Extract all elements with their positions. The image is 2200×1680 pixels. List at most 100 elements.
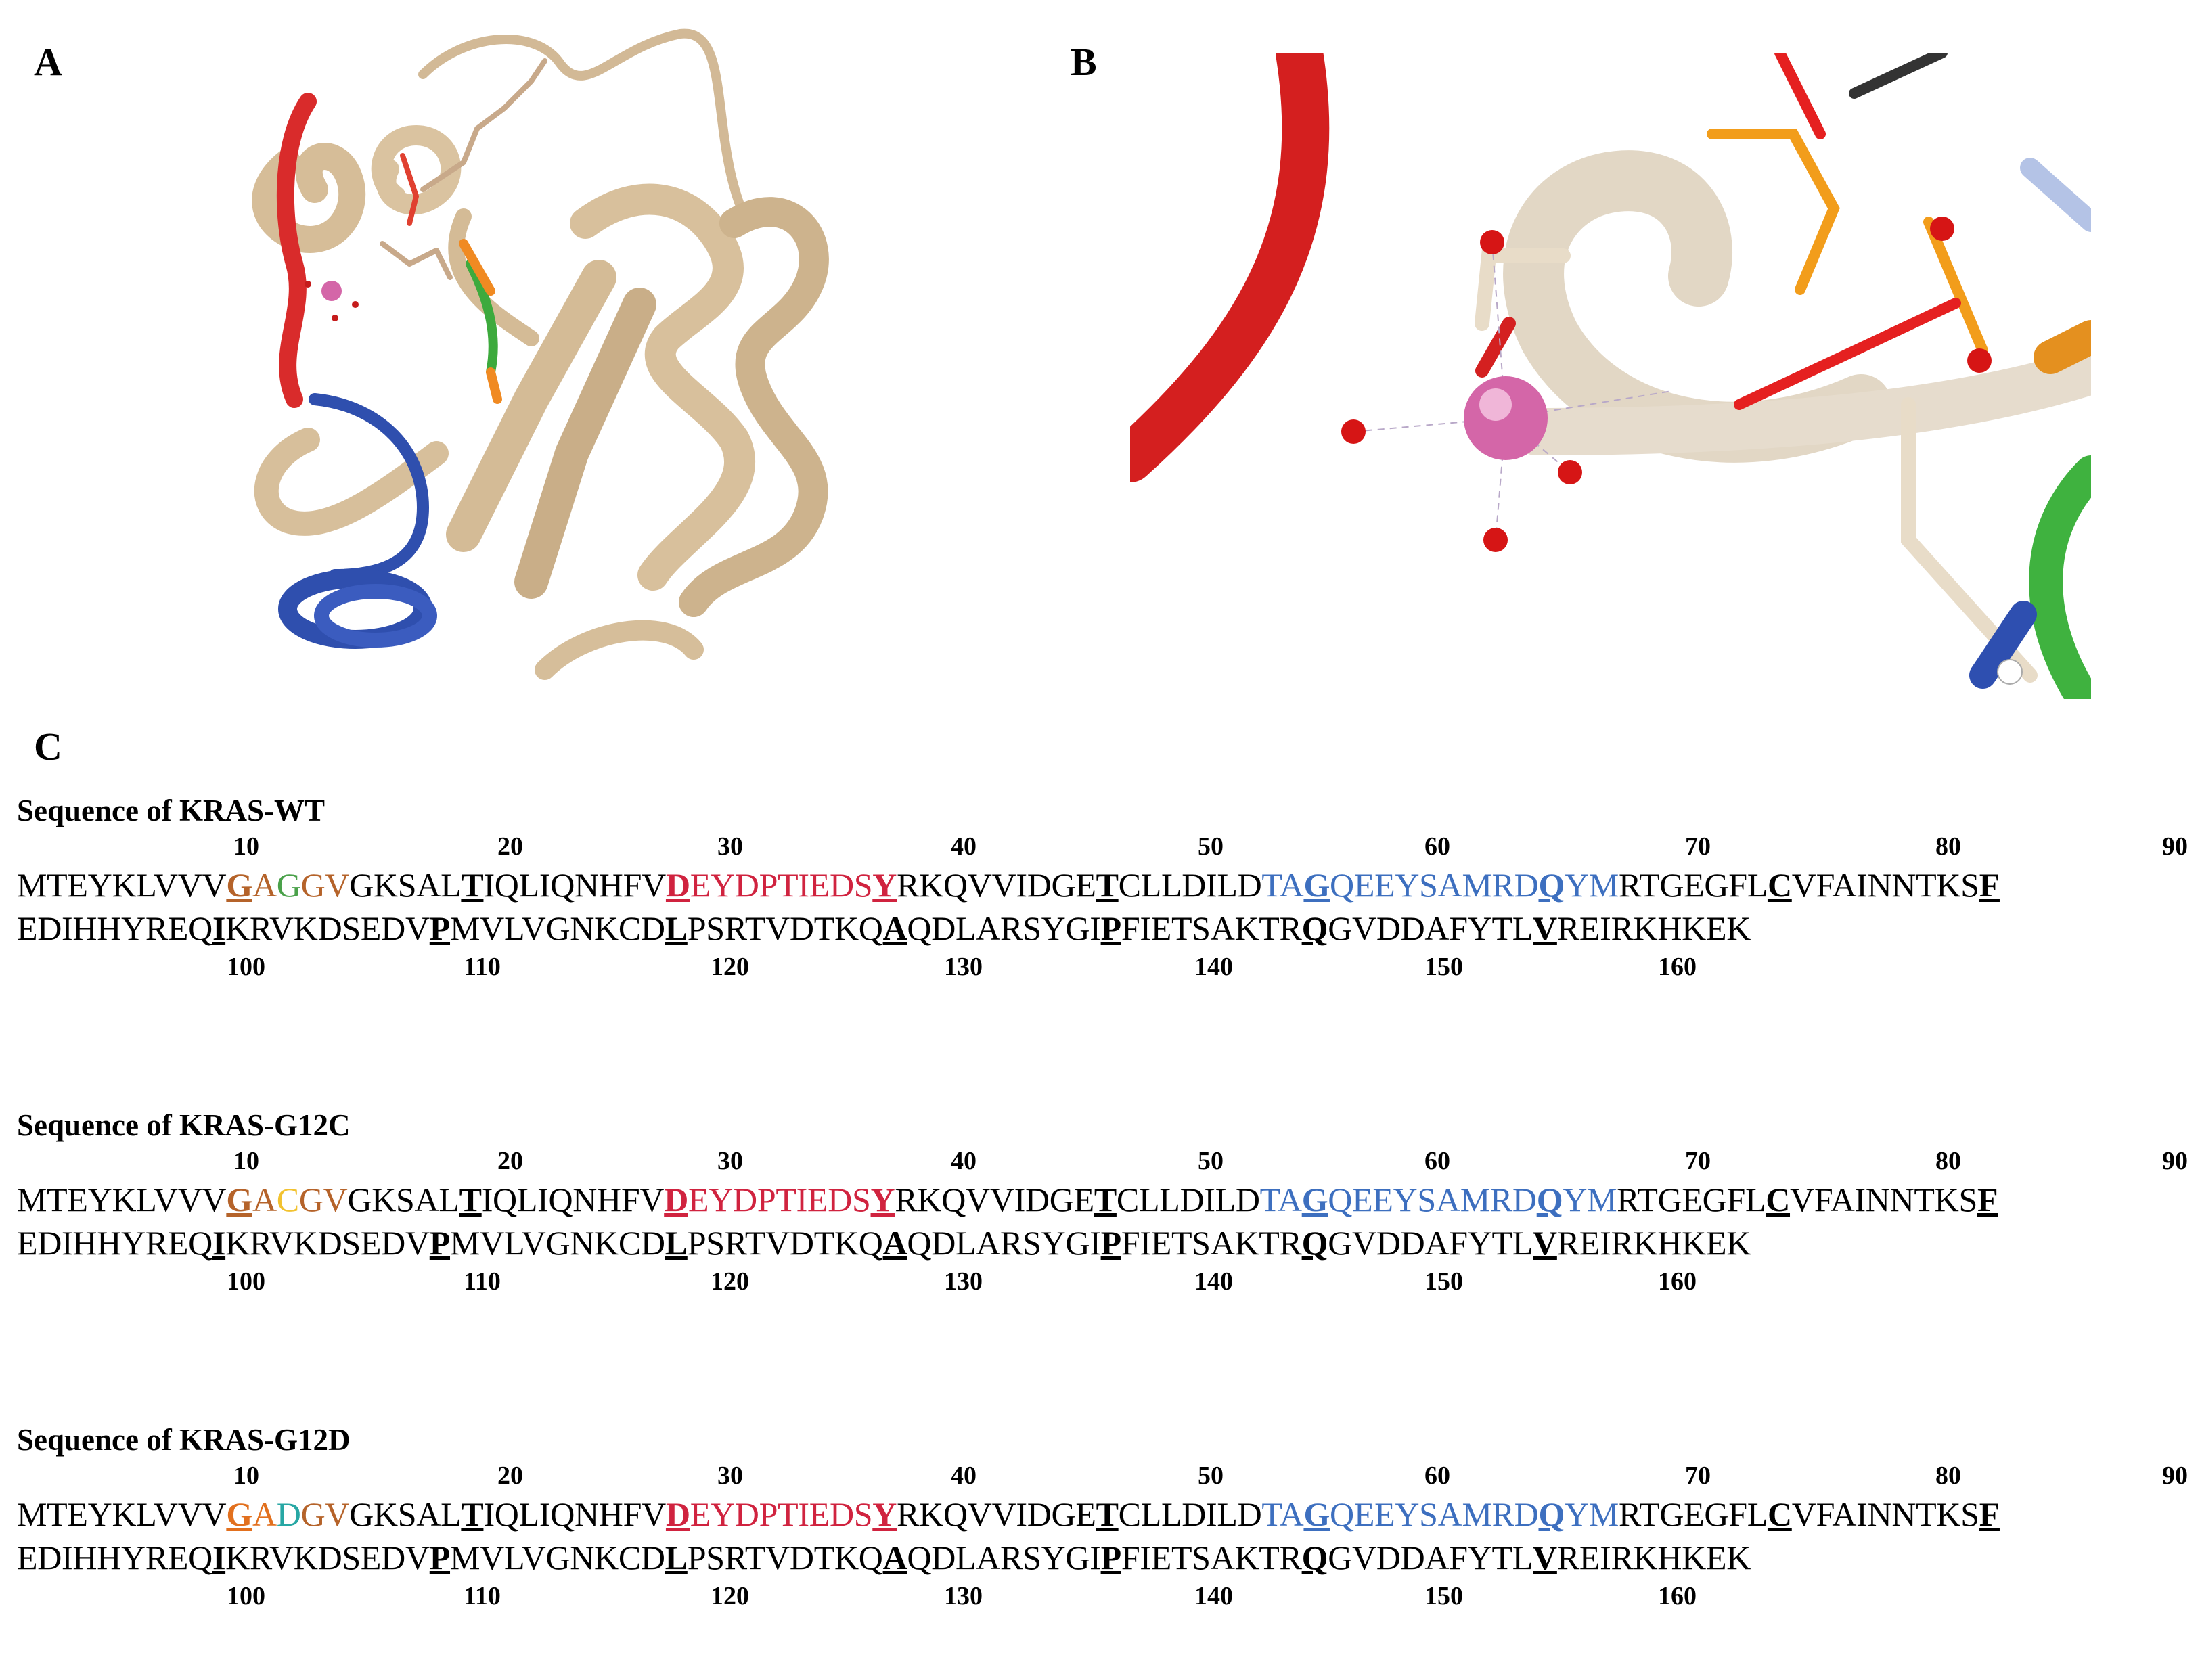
sequence-segment: C [1767,866,1792,904]
position-number: 10 [233,1461,259,1490]
position-number: 140 [1194,1267,1233,1296]
panel-label-c: C [34,725,62,769]
position-number: 10 [233,1147,259,1175]
sequence-segment: Y [872,866,897,904]
position-number: 50 [1198,1147,1224,1175]
position-number: 30 [717,832,743,861]
sequence-segment: A [252,866,277,904]
position-number: 80 [1935,1461,1961,1490]
sequence-segment: G [276,866,301,904]
position-number: 60 [1424,832,1450,861]
sequence-segment: PSRTVDTKQ [687,1224,883,1262]
position-number: 40 [951,1147,976,1175]
sequence-segment: C [1767,1495,1792,1533]
sequence-segment: GV [298,1181,348,1219]
sequence-segment: D [665,1495,690,1533]
sequence-title: Sequence of KRAS-WT [17,794,325,827]
sequence-segment: GKSAL [349,866,462,904]
sequence-segment: QDLARSYGI [907,1539,1101,1576]
sequence-line2: EDIHHYREQIKRVKDSEDVPMVLVGNKCDLPSRTVDTKQA… [17,1536,2000,1579]
sequence-segment: GKSAL [347,1181,459,1219]
sequence-segment: PSRTVDTKQ [687,909,883,947]
sequence-segment: QEEYSAMRD [1330,1495,1539,1533]
sequence-segment: Q [1301,1539,1328,1576]
sequence-segment: P [1100,1539,1122,1576]
sequence-segment: A [252,1181,277,1219]
position-number: 130 [944,953,983,981]
panel-label-b: B [1071,40,1097,84]
sequence-segment: P [1100,909,1122,947]
sequence-segment: G [1301,1181,1328,1219]
sequence-segment: RKQVVIDGE [897,866,1096,904]
sequence-segment: T [1094,1181,1117,1219]
position-number: 110 [464,1582,501,1610]
position-number: 80 [1935,1147,1961,1175]
sequence-title: Sequence of KRAS-G12D [17,1423,351,1457]
sequence-segment: Y [872,1495,897,1533]
sequence-segment: V [1533,1539,1557,1576]
sequence-segment: G [1303,1495,1330,1533]
sequence-segment: Q [1301,909,1328,947]
sequence-segment: EDIHHYREQ [17,909,212,947]
sequence-segment: T [461,1495,484,1533]
sequence-segment: MVLVGNKCD [450,1539,665,1576]
sequence-segment: KRVKDSEDV [225,1539,430,1576]
position-number: 110 [464,953,501,981]
sequence-segment: G [226,866,252,904]
sequence-segment: MTEYKLVVV [17,1495,227,1533]
sequence-segment: P [429,909,451,947]
sequence-segment: Q [1538,866,1565,904]
sequence-segment: GKSAL [349,1495,462,1533]
sequence-segment: PSRTVDTKQ [687,1539,883,1576]
position-number: 70 [1685,1147,1711,1175]
position-number: 30 [717,1461,743,1490]
sequence-segment: CLLDILD [1118,866,1262,904]
sequence-segment: FIETSAKTR [1121,1224,1302,1262]
sequence-segment: CLLDILD [1118,1495,1262,1533]
sequence-segment: GVDDAFYTL [1328,909,1533,947]
sequence-segment: G [1303,866,1330,904]
sequence-segment: T [461,866,484,904]
sequence-segment: L [665,909,688,947]
sequence-segment: QDLARSYGI [907,909,1101,947]
sequence-segment: YM [1563,1181,1617,1219]
sequence-segment: P [1100,1224,1122,1262]
position-number: 50 [1198,832,1224,861]
sequence-segment: YM [1565,1495,1619,1533]
position-number: 120 [711,1267,749,1296]
sequence-segment: YM [1565,866,1619,904]
sequence-segment: Q [1536,1181,1563,1219]
position-number: 100 [227,1582,265,1610]
sequence-segment: C [1766,1181,1791,1219]
sequence-segment: A [882,1539,907,1576]
sequence-segment: C [276,1181,299,1219]
sequence-line2: EDIHHYREQIKRVKDSEDVPMVLVGNKCDLPSRTVDTKQA… [17,907,2000,950]
sequence-segment: IQLIQNHFV [483,1495,666,1533]
position-number: 90 [2162,1147,2188,1175]
sequence-line1: MTEYKLVVVGACGVGKSALTIQLIQNHFVDEYDPTIEDSY… [17,1178,1998,1221]
position-number: 40 [951,832,976,861]
sequence-segment: Q [1538,1495,1565,1533]
position-number: 130 [944,1582,983,1610]
sequence-segment: MTEYKLVVV [17,866,227,904]
sequence-segment: Q [1301,1224,1328,1262]
position-number: 120 [711,1582,749,1610]
sequence-segment: KRVKDSEDV [225,1224,430,1262]
sequence-segment: G [226,1495,252,1533]
sequence-segment: TA [1261,866,1304,904]
sequence-segment: RKQVVIDGE [897,1495,1096,1533]
sequence-segment: MVLVGNKCD [450,909,665,947]
position-number: 20 [497,1147,523,1175]
position-number: 150 [1424,1267,1463,1296]
position-number: 50 [1198,1461,1224,1490]
position-number: 150 [1424,953,1463,981]
position-number: 70 [1685,1461,1711,1490]
